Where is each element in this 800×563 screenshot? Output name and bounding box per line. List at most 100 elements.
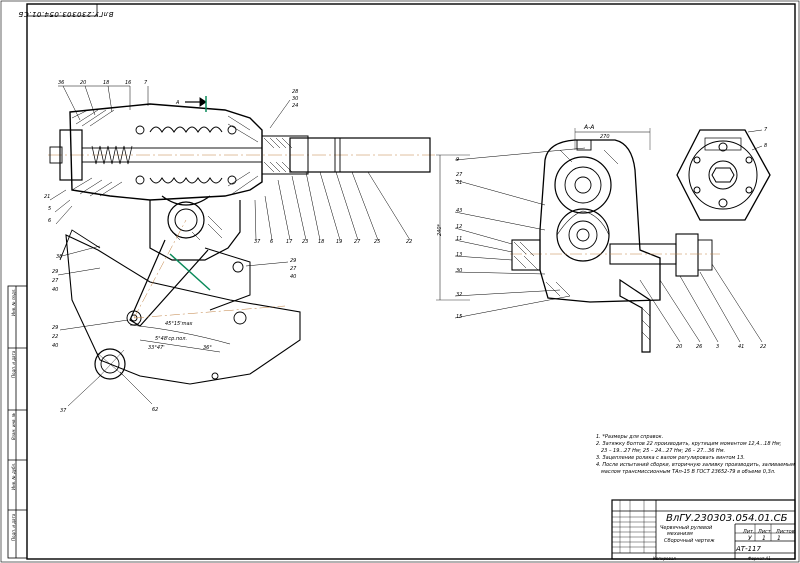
callout-29b: 29 — [52, 325, 58, 331]
title-block-sheet-label: Лист — [758, 529, 771, 535]
callout-18: 18 — [103, 80, 109, 86]
side-stamp-1: Инв. № подл. — [11, 288, 16, 316]
callout-37a: 37 — [254, 239, 261, 245]
callout-29c: 29 — [290, 258, 296, 264]
dimension-270: 270 — [600, 134, 610, 140]
title-block-code: ВлГУ.230303.054.01.СБ — [666, 513, 788, 524]
callout-28: 28 — [292, 89, 298, 95]
callout-r26: 26 — [696, 344, 702, 350]
side-stamp-2: Подп. и дата — [11, 350, 16, 378]
callout-40a: 40 — [52, 287, 58, 293]
callout-40b: 40 — [52, 343, 58, 349]
side-stamp-3: Взам. инв. № — [11, 412, 16, 440]
callout-r22: 22 — [760, 344, 766, 350]
callout-r31: 31 — [456, 180, 462, 186]
callout-19: 19 — [336, 239, 342, 245]
doc-code-box — [26, 3, 98, 17]
callouts-left-right-mid: 29 27 40 — [290, 258, 297, 280]
callout-r12: 12 — [456, 224, 462, 230]
section-aa-label: А-А — [584, 124, 595, 131]
callout-62: 62 — [152, 407, 158, 413]
title-block-name-1: Червячный рулевой — [660, 525, 713, 531]
callout-40c: 40 — [290, 274, 296, 280]
callout-r27: 27 — [456, 172, 463, 178]
dimension-240: 240* — [437, 223, 444, 237]
title-block-format: Формат А1 — [748, 556, 771, 561]
callouts-right-left-col: 9 27 31 43 12 11 13 30 32 15 — [456, 157, 463, 320]
callouts-right-bottom-row: 20 26 3 41 22 — [676, 344, 766, 350]
callout-37b: 37 — [60, 408, 67, 414]
callout-38: 38 — [56, 254, 62, 260]
callout-20: 20 — [80, 80, 86, 86]
callout-r43: 43 — [456, 208, 462, 214]
callout-22a: 22 — [52, 334, 58, 340]
callout-24: 24 — [292, 103, 298, 109]
callouts-right-top: 7 8 — [764, 127, 768, 149]
callout-6b: 6 — [270, 239, 273, 245]
side-stamp-column — [7, 285, 28, 559]
callout-36: 36 — [58, 80, 64, 86]
callout-25: 25 — [374, 239, 380, 245]
callout-r11: 11 — [456, 236, 462, 242]
end-view-hex — [676, 129, 771, 221]
callout-r41: 41 — [738, 344, 744, 350]
callout-27c: 27 — [290, 266, 297, 272]
title-block-copied: Копировал — [653, 556, 676, 561]
callouts-left-right-top: 28 30 24 — [292, 89, 298, 109]
angle-max: 45°15'max — [165, 321, 193, 327]
side-stamp-4: Инв. № дубл. — [11, 462, 16, 490]
title-block-lit-label: Лит. — [743, 529, 755, 535]
title-block-name-2: механизм — [667, 531, 693, 537]
callouts-left-side: 21 5 6 38 29 27 40 29 22 40 — [44, 194, 62, 349]
callout-r13: 13 — [456, 252, 462, 258]
title-block-group: АТ-117 — [736, 545, 761, 553]
angle-left: 33°47' — [148, 345, 165, 351]
callouts-left-bottom: 37 62 А — [60, 100, 180, 414]
callout-r30: 30 — [456, 268, 462, 274]
callout-22b: 22 — [406, 239, 412, 245]
title-block-sheets-value: 1 — [777, 535, 781, 542]
callout-17: 17 — [286, 239, 293, 245]
callout-r3: 3 — [716, 344, 719, 350]
title-block-lit-value: У — [748, 535, 752, 542]
inner-frame — [26, 3, 796, 560]
callout-16: 16 — [125, 80, 131, 86]
doc-code-top: ВлГУ.230303.054.01.СБ — [18, 10, 114, 18]
note-3: 3. Зацепление ролика с валом регулироват… — [596, 455, 745, 461]
note-4: 4. После испытаний сборки, вторичную зал… — [596, 462, 795, 468]
callout-18b: 18 — [318, 239, 324, 245]
note-4-cont: маслом трансмиссионным ТАп-15 В ГОСТ 236… — [601, 469, 776, 475]
callout-r9: 9 — [456, 157, 459, 163]
callout-5: 5 — [48, 206, 51, 212]
title-block — [611, 499, 796, 560]
note-2: 2. Затяжку болтов 22 производить, крутящ… — [596, 441, 782, 447]
callouts-left-bottom-row: 37 6 17 23 18 19 27 25 22 — [254, 239, 412, 245]
title-block-name-3: Сборочный чертеж — [664, 538, 715, 544]
title-block-sheets-label: Листов — [776, 529, 795, 535]
section-mark-a: А — [175, 100, 180, 106]
section-view-aa — [436, 128, 763, 353]
callout-30: 30 — [292, 96, 298, 102]
note-1: 1. *Размеры для справок. — [596, 434, 664, 440]
title-block-sheet-value: 1 — [762, 535, 766, 542]
main-section-view — [48, 85, 435, 407]
callouts-left-top: 36 20 18 16 7 — [58, 80, 148, 86]
side-stamp-5: Подп. и дата — [11, 513, 16, 541]
callout-27a: 27 — [52, 278, 59, 284]
angle-right: 36° — [203, 345, 212, 351]
callout-r20: 20 — [676, 344, 682, 350]
callout-27b: 27 — [354, 239, 361, 245]
callout-r8: 8 — [764, 143, 767, 149]
callout-23: 23 — [302, 239, 308, 245]
callout-r32: 32 — [456, 292, 462, 298]
callout-r15: 15 — [456, 314, 462, 320]
note-2-cont: 23 – 19...27 Нм; 25 – 24...27 Нм; 26 – 2… — [601, 448, 726, 454]
callout-29a: 29 — [52, 269, 58, 275]
callout-7: 7 — [144, 80, 148, 86]
angle-mid: 5°48'ср.пол. — [155, 336, 188, 342]
callout-6: 6 — [48, 218, 51, 224]
callout-r7: 7 — [764, 127, 768, 133]
callout-21: 21 — [44, 194, 50, 200]
